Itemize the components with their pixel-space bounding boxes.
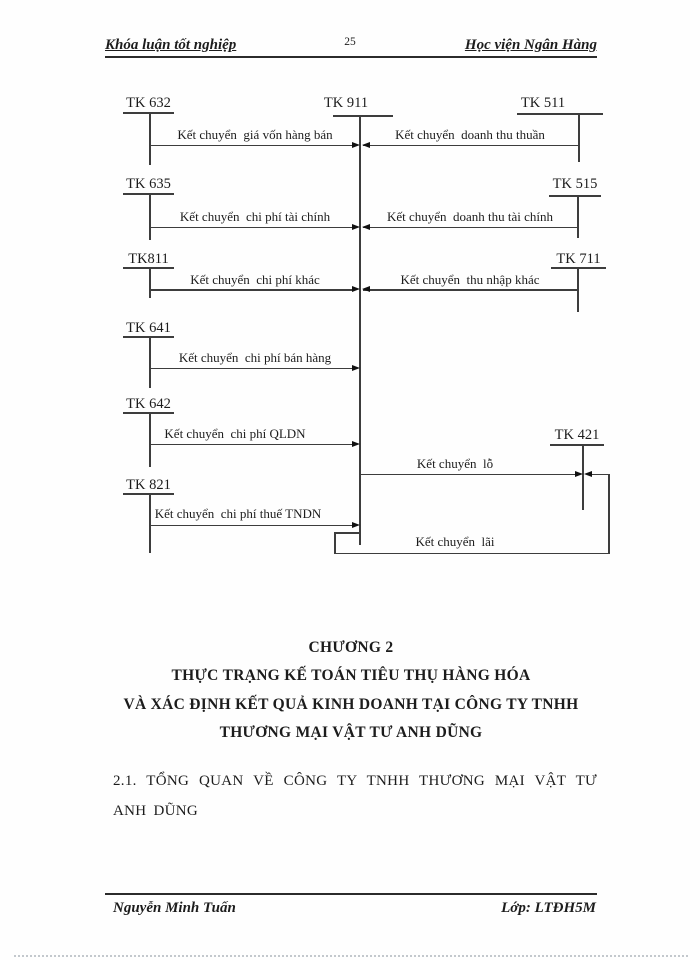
account-label-tk821: TK 821 [126, 477, 171, 493]
chapter-line-3: THƯƠNG MẠI VẬT TƯ ANH DŨNG [219, 723, 483, 741]
transfer-label-other-expense: Kết chuyển chi phí khác [190, 271, 320, 287]
transfer-label-financial-expense: Kết chuyển chi phí tài chính [179, 209, 331, 224]
tk821-stem-line [149, 493, 151, 553]
chapter-title: CHƯƠNG 2 [308, 639, 394, 656]
account-label-tk632: TK 632 [126, 95, 171, 111]
chapter-heading: CHƯƠNG 2 THỰC TRẠNG KẾ TOÁN TIÊU THỤ HÀN… [105, 634, 597, 747]
account-label-tk811: TK811 [128, 251, 169, 267]
net-revenue-arrowhead-icon [362, 141, 370, 148]
section-heading: 2.1. TỔNG QUAN VỀ CÔNG TY TNHH THƯƠNG MẠ… [113, 773, 597, 819]
financial-expense-arrowhead-icon [352, 223, 360, 230]
transfer-label-other-income: Kết chuyển thu nhập khác [400, 271, 540, 287]
tk515-stem-line [577, 195, 579, 238]
profit-arrowhead-icon [584, 470, 592, 477]
admin-expense-arrow-line [150, 443, 352, 445]
page-number: 25 [344, 36, 356, 48]
transfer-label-profit: Kết chuyển lãi [415, 534, 495, 549]
tk911-top-bar [333, 115, 393, 117]
account-label-tk511: TK 511 [520, 95, 566, 111]
header-right-title: Học viện Ngân Hàng [464, 37, 597, 53]
tk635-top-bar [123, 193, 174, 195]
tk811-stem-line [149, 267, 151, 298]
chapter-line-2: VÀ XÁC ĐỊNH KẾT QUẢ KINH DOANH TẠI CÔNG … [123, 695, 579, 713]
other-income-arrow-line [363, 289, 578, 291]
bottom-dotted-line [14, 955, 688, 957]
selling-expense-arrow-line [150, 367, 352, 369]
account-label-tk421: TK 421 [554, 427, 600, 443]
profit-notch-vline [334, 532, 336, 554]
admin-expense-arrowhead-icon [352, 440, 360, 447]
tk421-stem-line [582, 444, 584, 510]
selling-expense-arrowhead-icon [352, 364, 360, 371]
tk642-stem-line [149, 412, 151, 467]
cogs-arrowhead-icon [352, 141, 360, 148]
tk641-top-bar [123, 336, 174, 338]
tk711-stem-line [577, 267, 579, 312]
tk515-top-bar [549, 195, 601, 197]
loss-arrow-line [361, 473, 575, 475]
profit-bottom-line [335, 552, 609, 554]
financial-expense-arrow-line [150, 226, 352, 228]
footer-author: Nguyễn Minh Tuấn [113, 900, 236, 916]
header-rule [105, 56, 597, 59]
tk811-top-bar [123, 267, 174, 269]
tk632-top-bar [123, 112, 174, 114]
profit-right-line [608, 473, 610, 554]
account-label-tk642: TK 642 [126, 396, 171, 412]
other-expense-arrow-line [150, 289, 352, 291]
cogs-arrow-line [150, 144, 352, 146]
tk421-top-bar [550, 444, 604, 446]
tk642-top-bar [123, 412, 174, 414]
tk911-center-line [359, 115, 361, 545]
account-label-tk515: TK 515 [552, 176, 598, 192]
cit-expense-arrow-line [150, 524, 352, 526]
tk511-stem-line [578, 113, 580, 162]
tk635-stem-line [149, 193, 151, 240]
account-label-tk911: TK 911 [323, 95, 369, 111]
transfer-label-net-revenue: Kết chuyển doanh thu thuần [395, 127, 545, 142]
tk511-top-bar [517, 113, 603, 115]
tk821-top-bar [123, 493, 174, 495]
cit-expense-arrowhead-icon [352, 521, 360, 528]
footer-rule [105, 893, 597, 896]
account-label-tk635: TK 635 [126, 176, 171, 192]
tk632-stem-line [149, 112, 151, 165]
footer-class: Lớp: LTĐH5M [501, 900, 596, 916]
net-revenue-arrow-line [363, 144, 579, 146]
transfer-label-financial-income: Kết chuyển doanh thu tài chính [386, 209, 554, 224]
profit-notch-hline [335, 532, 361, 534]
loss-arrowhead-icon [575, 470, 583, 477]
transfer-label-loss: Kết chuyển lỗ [416, 456, 494, 471]
header-left-title: Khóa luận tốt nghiệp [105, 37, 237, 53]
chapter-line-1: THỰC TRẠNG KẾ TOÁN TIÊU THỤ HÀNG HÓA [171, 667, 531, 685]
account-label-tk641: TK 641 [126, 320, 171, 336]
other-expense-arrowhead-icon [352, 286, 360, 292]
transfer-label-cit-expense: Kết chuyển chi phí thuế TNDN [154, 506, 322, 521]
transfer-label-cogs: Kết chuyển giá vốn hàng bán [177, 127, 333, 142]
other-income-arrowhead-icon [362, 286, 370, 292]
account-label-tk711: TK 711 [556, 251, 601, 267]
tk641-stem-line [149, 336, 151, 388]
transfer-label-selling-expense: Kết chuyển chi phí bán hàng [178, 350, 332, 365]
transfer-label-admin-expense: Kết chuyển chi phí QLDN [164, 426, 306, 441]
profit-stub-line [592, 473, 609, 475]
financial-income-arrow-line [363, 226, 578, 228]
financial-income-arrowhead-icon [362, 223, 370, 230]
